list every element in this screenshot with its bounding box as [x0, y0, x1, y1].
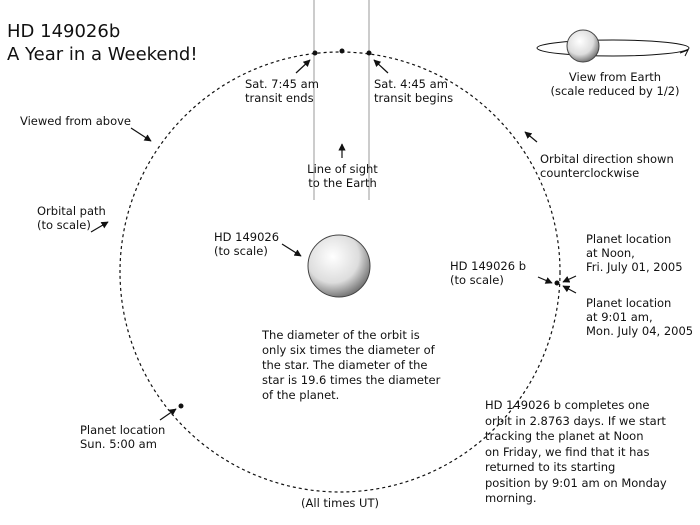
- label-line: Planet location: [586, 232, 672, 246]
- label-line: HD 149026: [214, 230, 280, 244]
- label-line: Line of sight: [307, 162, 378, 176]
- orbital-path: [119, 51, 561, 493]
- planet-transit-end: [312, 50, 318, 56]
- view-from-earth-label: View from Earth(scale reduced by 1/2): [545, 70, 685, 98]
- label-line: of the planet.: [262, 388, 340, 402]
- orbital-path-label: Orbital path(to scale): [37, 204, 106, 232]
- label-line: Planet location: [586, 296, 672, 310]
- label-line: only six times the diameter of: [262, 343, 435, 357]
- label-line: at Noon,: [586, 246, 635, 260]
- page-title: HD 149026b A Year in a Weekend!: [7, 20, 198, 66]
- earth-view-star: [566, 29, 600, 63]
- earth-view-orbit: [536, 39, 690, 57]
- label-line: Orbital direction shown: [540, 152, 674, 166]
- label-line: (scale reduced by 1/2): [550, 84, 680, 98]
- planet-sunday-position: [178, 403, 184, 409]
- label-line: (to scale): [37, 218, 91, 232]
- title-line-1: HD 149026b: [7, 21, 121, 42]
- label-line: counterclockwise: [540, 166, 640, 180]
- all-times-ut-label: (All times UT): [301, 496, 379, 510]
- label-line: Mon. July 04, 2005: [586, 324, 694, 338]
- label-line: Sat. 7:45 am: [245, 77, 319, 91]
- label-line: orbit in 2.8763 days. If we start: [485, 413, 666, 428]
- label-line: at 9:01 am,: [586, 310, 653, 324]
- label-line: Fri. July 01, 2005: [586, 260, 683, 274]
- star-hd149026: [307, 234, 371, 298]
- label-line: (to scale): [450, 273, 504, 287]
- planet-mid-transit: [339, 48, 345, 54]
- label-line: HD 149026 b: [450, 259, 527, 273]
- label-line: Sun. 5:00 am: [80, 437, 157, 451]
- label-line: Planet location: [80, 423, 166, 437]
- label-line: The diameter of the orbit is: [262, 328, 420, 342]
- planet-transit-begin: [366, 50, 372, 56]
- planet-label: HD 149026 b(to scale): [450, 259, 526, 287]
- label-line: Sat. 4:45 am: [374, 77, 448, 91]
- label-line: to the Earth: [308, 176, 377, 190]
- label-line: transit begins: [374, 91, 454, 105]
- star-label: HD 149026(to scale): [214, 230, 279, 258]
- label-line: transit ends: [245, 91, 314, 105]
- label-line: View from Earth: [568, 70, 662, 84]
- label-line: the star. The diameter of the: [262, 358, 428, 372]
- label-line: position by 9:01 am on Monday: [485, 475, 667, 490]
- title-line-2: A Year in a Weekend!: [7, 44, 198, 65]
- label-line: (to scale): [214, 244, 268, 258]
- label-line: HD 149026 b completes one: [485, 398, 650, 412]
- planet-start-position: [554, 280, 560, 286]
- label-line: on Friday, we find that it has: [485, 444, 650, 459]
- label-line: tracking the planet at Noon: [485, 429, 644, 443]
- viewed-from-above-label: Viewed from above: [20, 114, 132, 128]
- label-line: returned to its starting: [485, 460, 616, 474]
- annotation-arrows: [90, 59, 577, 421]
- label-line: morning.: [485, 491, 537, 505]
- label-line: Orbital path: [37, 204, 106, 218]
- earth-view-direction-arrow: [679, 49, 690, 57]
- label-line: star is 19.6 times the diameter: [262, 373, 441, 387]
